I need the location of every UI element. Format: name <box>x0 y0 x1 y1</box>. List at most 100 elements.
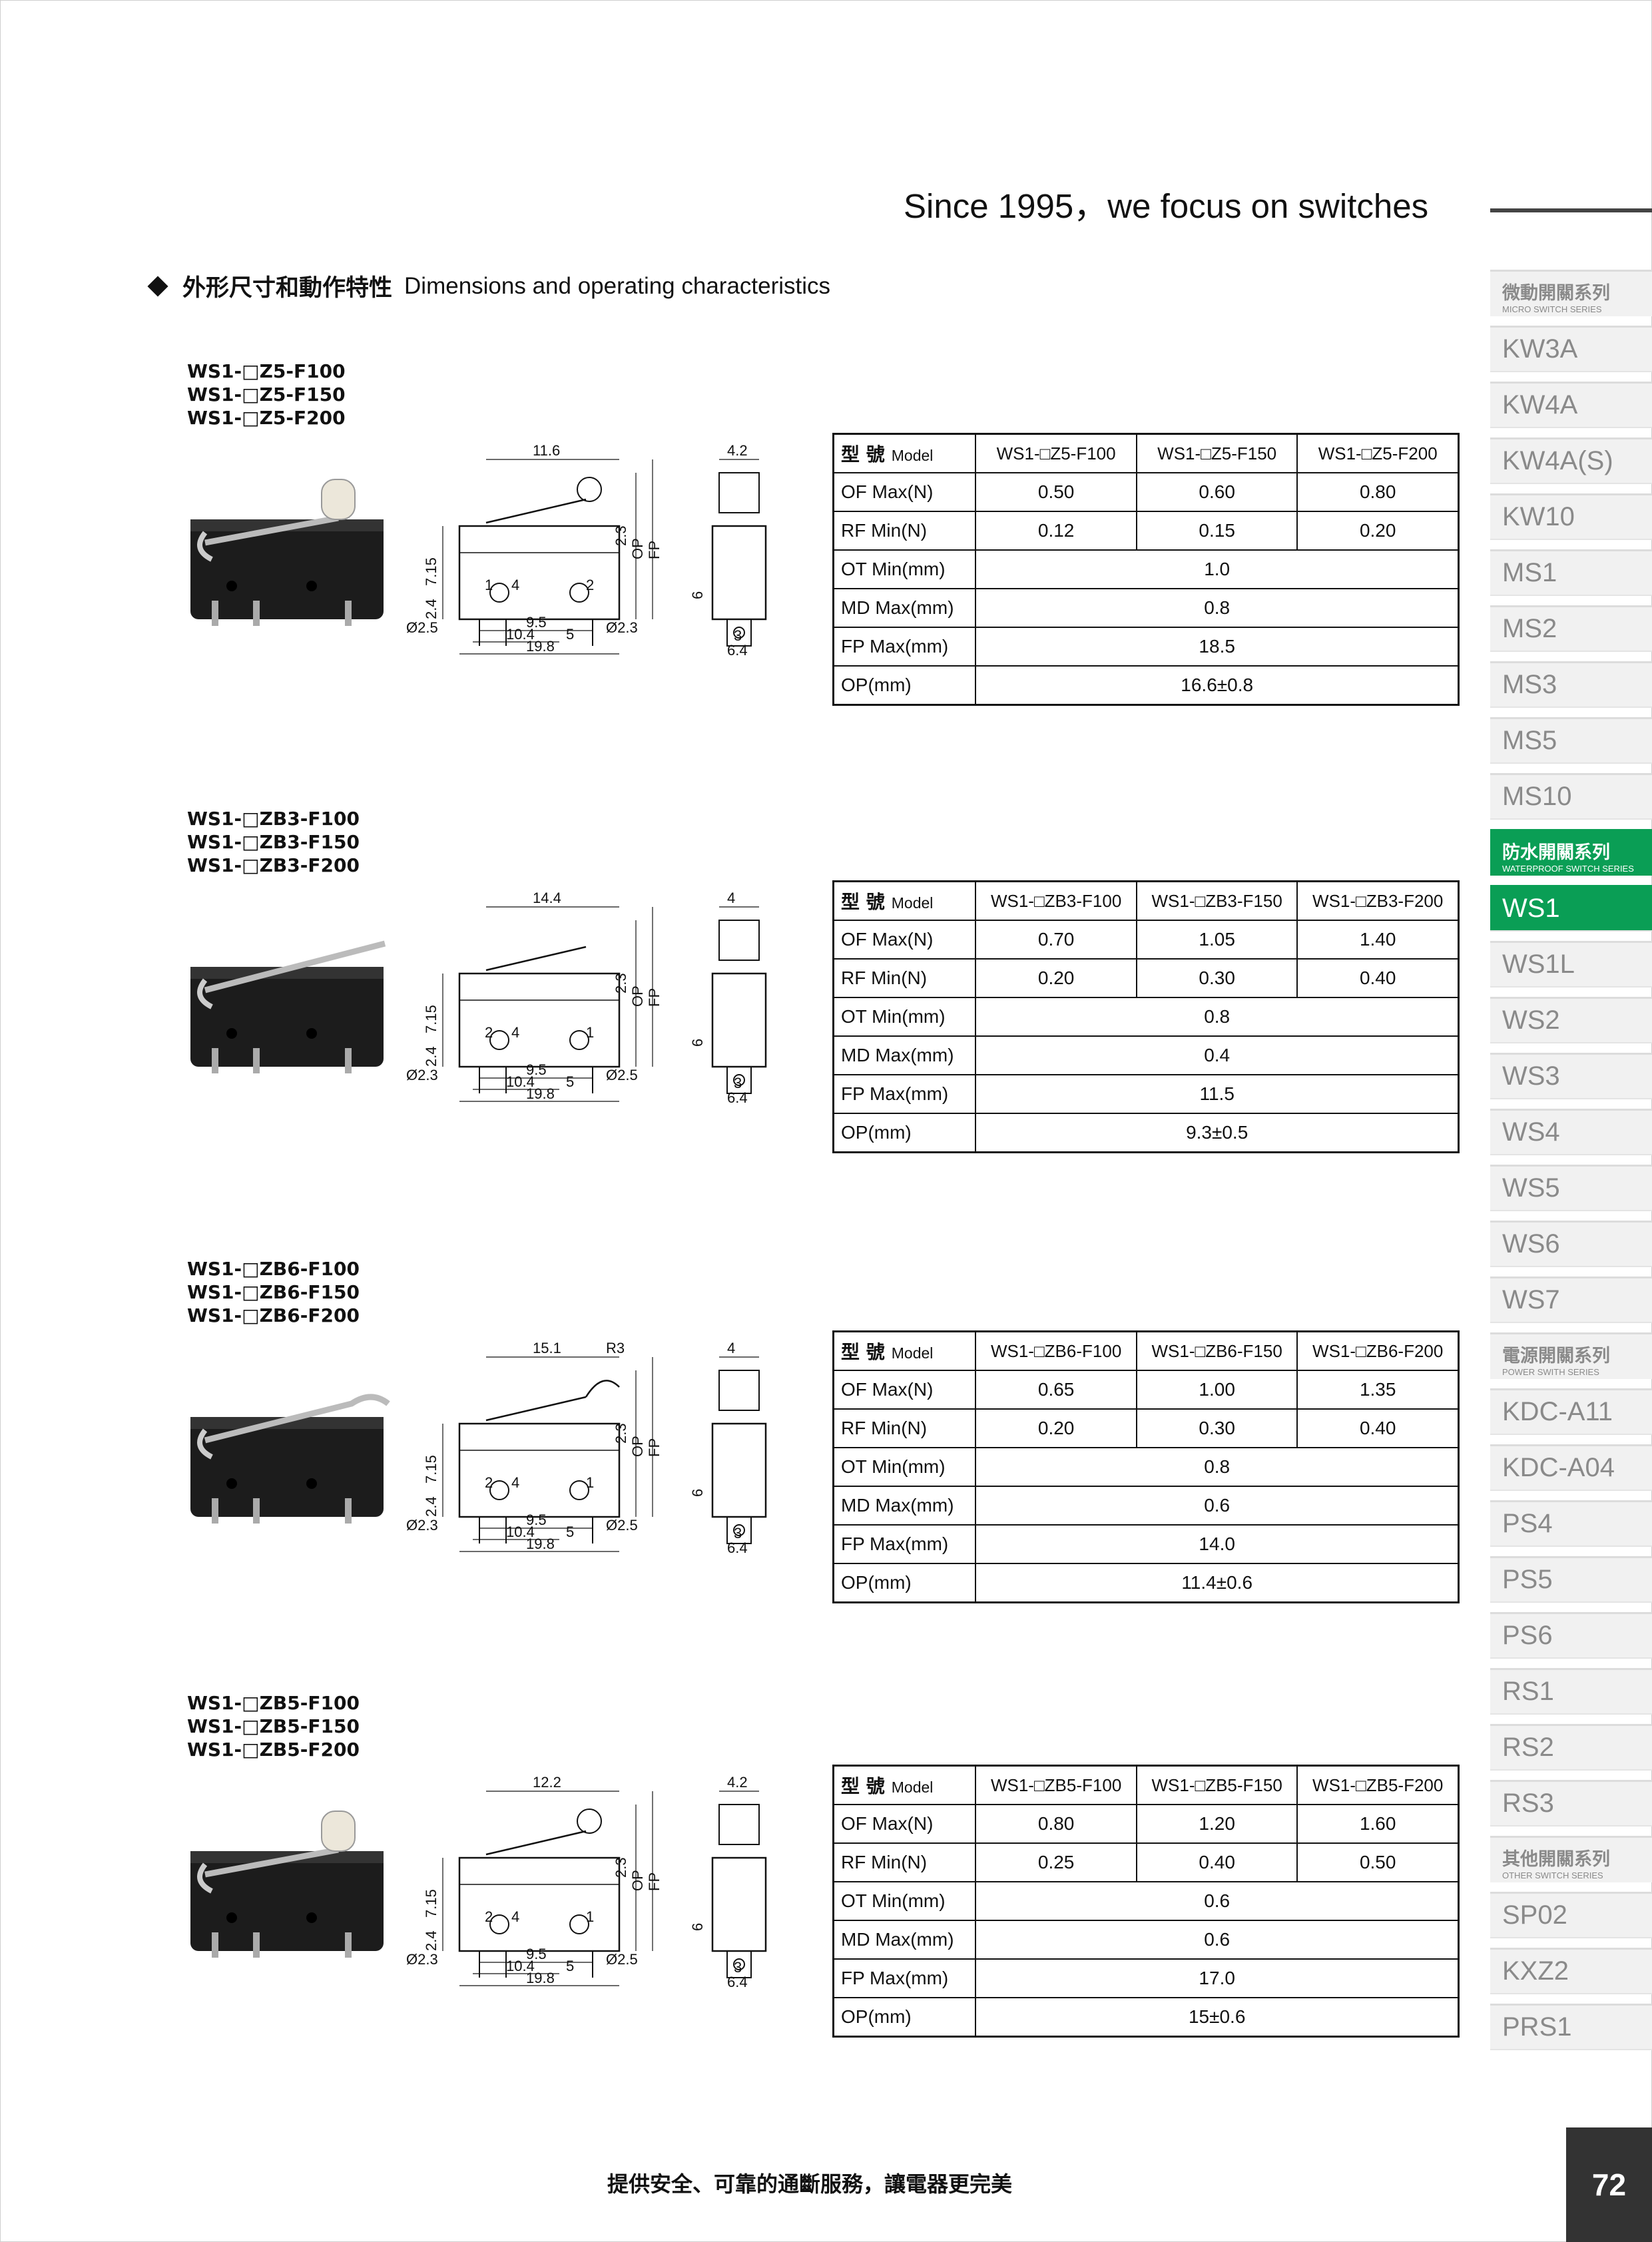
table-cell: 0.6 <box>975 1881 1460 1921</box>
row-label: OF Max(N) <box>832 1804 977 1844</box>
dim-h2-label: 7.15 <box>423 1455 439 1484</box>
sidebar-item-kxz2[interactable]: KXZ2 <box>1490 1948 1652 1994</box>
dim-width-label: 19.8 <box>526 638 555 655</box>
sidebar-item-kdc-a04[interactable]: KDC-A04 <box>1490 1444 1652 1491</box>
sidebar-item-ws6[interactable]: WS6 <box>1490 1221 1652 1267</box>
sidebar-item-ps5[interactable]: PS5 <box>1490 1556 1652 1603</box>
row-label: FP Max(mm) <box>832 627 977 667</box>
switch-photo <box>185 1357 392 1524</box>
dim-pitch-label: 9.5 <box>526 1512 547 1528</box>
table-cell: 11.5 <box>975 1074 1460 1114</box>
row-label: RF Min(N) <box>832 511 977 551</box>
sidebar-item-rs2[interactable]: RS2 <box>1490 1724 1652 1771</box>
sidebar-item-ws4[interactable]: WS4 <box>1490 1109 1652 1155</box>
row-label: MD Max(mm) <box>832 1920 977 1960</box>
terminal-label: 2 <box>485 1024 493 1041</box>
sidebar-item-ms1[interactable]: MS1 <box>1490 549 1652 596</box>
table-cell: 0.30 <box>1135 1408 1298 1448</box>
model-name: WS1-□ZB3-F100 <box>187 808 360 830</box>
sidebar-item-ws7[interactable]: WS7 <box>1490 1276 1652 1323</box>
sidebar-group-en: OTHER SWITCH SERIES <box>1502 1870 1603 1880</box>
dim-side-s2-label: 3 <box>734 1959 742 1976</box>
sidebar-item-ws2[interactable]: WS2 <box>1490 997 1652 1043</box>
sidebar-group-cn: 微動開關系列 <box>1502 283 1610 304</box>
sidebar-item-kw10[interactable]: KW10 <box>1490 493 1652 540</box>
row-label: OP(mm) <box>832 1563 977 1603</box>
sidebar-item-kdc-a11[interactable]: KDC-A11 <box>1490 1388 1652 1435</box>
sidebar-item-ws1[interactable]: WS1 <box>1490 885 1652 932</box>
dim-side-h-label: 6 <box>689 591 706 599</box>
sidebar-item-rs3[interactable]: RS3 <box>1490 1780 1652 1826</box>
terminal-label: 1 <box>485 577 493 593</box>
sidebar-item-sp02[interactable]: SP02 <box>1490 1892 1652 1938</box>
section-title: 外形尺寸和動作特性 Dimensions and operating chara… <box>147 269 830 303</box>
table-cell: 0.6 <box>975 1486 1460 1526</box>
sidebar-item-kw3a[interactable]: KW3A <box>1490 326 1652 372</box>
dim-d2-label: Ø2.3 <box>606 619 638 636</box>
row-label: FP Max(mm) <box>832 1958 977 1998</box>
dim-fp-label: FP <box>646 988 663 1007</box>
dim-d2-label: Ø2.5 <box>606 1067 638 1083</box>
table-cell: 0.4 <box>975 1035 1460 1075</box>
model-name: WS1-□ZB6-F200 <box>187 1304 360 1326</box>
sidebar-item-prs1[interactable]: PRS1 <box>1490 2004 1652 2050</box>
sidebar-group-en: WATERPROOF SWITCH SERIES <box>1502 864 1634 874</box>
dim-length-label: 15.1 <box>533 1340 561 1356</box>
sidebar-item-kw4a-s-[interactable]: KW4A(S) <box>1490 437 1652 484</box>
sidebar-item-kw4a[interactable]: KW4A <box>1490 382 1652 428</box>
table-row: OT Min(mm)0.8 <box>832 1447 1460 1487</box>
table-cell: 0.8 <box>975 1447 1460 1487</box>
sidebar-item-ws1l[interactable]: WS1L <box>1490 941 1652 987</box>
table-cell: 0.50 <box>975 472 1137 512</box>
sidebar-item-ms10[interactable]: MS10 <box>1490 773 1652 820</box>
dim-h2-label: 7.15 <box>423 1889 439 1918</box>
model-column-header: WS1-□ZB6-F100 <box>975 1330 1137 1371</box>
dim-radius-label: R3 <box>606 1340 625 1356</box>
header-rule <box>1490 208 1652 212</box>
model-name: WS1-□ZB3-F150 <box>187 831 360 853</box>
terminal-label: 2 <box>485 1908 493 1925</box>
sidebar-item-ws3[interactable]: WS3 <box>1490 1053 1652 1099</box>
table-cell: 0.60 <box>1135 472 1298 512</box>
model-name: WS1-□ZB5-F150 <box>187 1715 360 1737</box>
model-header-en: Model <box>891 1344 934 1362</box>
sidebar-item-ps4[interactable]: PS4 <box>1490 1500 1652 1547</box>
row-label: MD Max(mm) <box>832 1486 977 1526</box>
dim-h3-label: 2.4 <box>423 599 439 619</box>
dim-side-width-label: 4 <box>727 890 735 906</box>
dim-h2-label: 7.15 <box>423 557 439 586</box>
terminal-label: 4 <box>511 1474 519 1491</box>
sidebar-item-ms2[interactable]: MS2 <box>1490 605 1652 652</box>
sidebar-item-ps6[interactable]: PS6 <box>1490 1612 1652 1659</box>
row-label: RF Min(N) <box>832 1408 977 1448</box>
model-column-header: WS1-□ZB6-F150 <box>1135 1330 1298 1371</box>
model-name: WS1-□ZB6-F150 <box>187 1281 360 1303</box>
table-cell: 18.5 <box>975 627 1460 667</box>
sidebar-item-ms5[interactable]: MS5 <box>1490 717 1652 764</box>
table-row: FP Max(mm)17.0 <box>832 1958 1460 1998</box>
model-header-en: Model <box>891 894 934 912</box>
sidebar-group-cn: 其他開關系列 <box>1502 1849 1610 1870</box>
table-row: MD Max(mm)0.8 <box>832 588 1460 628</box>
dim-fp-label: FP <box>646 541 663 559</box>
sidebar-item-rs1[interactable]: RS1 <box>1490 1668 1652 1715</box>
dim-side-width-label: 4.2 <box>727 442 748 459</box>
table-cell: 9.3±0.5 <box>975 1113 1460 1153</box>
sidebar-item-ms3[interactable]: MS3 <box>1490 661 1652 708</box>
table-cell: 0.15 <box>1135 511 1298 551</box>
dim-op-label: OP <box>629 1436 646 1457</box>
sidebar-item-ws5[interactable]: WS5 <box>1490 1165 1652 1211</box>
sidebar-group-cn: 電源開關系列 <box>1502 1346 1610 1366</box>
terminal-label: 2 <box>586 577 594 593</box>
model-header-en: Model <box>891 1779 934 1796</box>
row-label: FP Max(mm) <box>832 1524 977 1564</box>
terminal-label: 1 <box>586 1908 594 1925</box>
dim-h3-label: 2.4 <box>423 1046 439 1067</box>
